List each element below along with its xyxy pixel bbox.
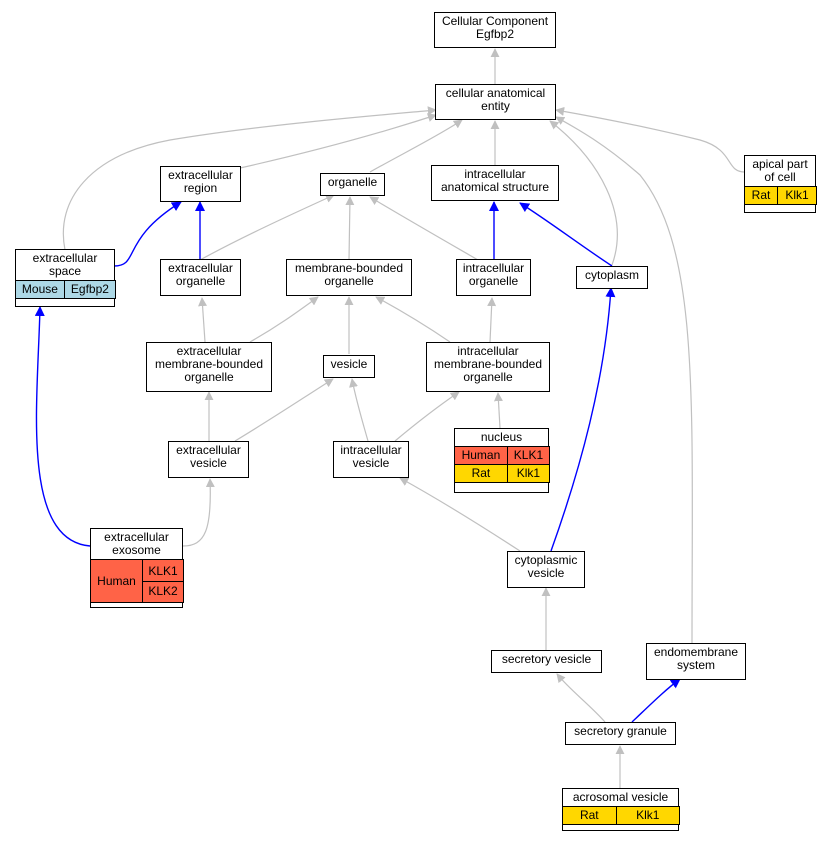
edge-extracellular-region-to-entity [239,113,437,169]
annotation-table: Rat Klk1 [562,806,681,825]
species-cell-rat: Rat [454,464,508,483]
node-label: cellular anatomical entity [445,86,546,113]
edge-blue-ext-space-to-ext-region [113,201,182,267]
edge-cytoplasm-to-entity [549,120,618,266]
node-label: membrane-bounded organelle [294,261,404,288]
edge-exosome-to-ext-vesicle [182,478,215,547]
species-cell-human: Human [454,446,508,465]
species-cell-mouse: Mouse [15,280,65,299]
node-label: secretory vesicle [501,652,592,666]
node-intracellular-vesicle[interactable]: intracellular vesicle [333,441,409,478]
edge-ext-mbo-to-mbo [249,296,319,343]
edge-apical-to-entity [555,106,746,173]
node-label: Cellular Component Egfbp2 [441,14,549,41]
annotation-table: Human KLK1 KLK2 [90,559,184,603]
node-extracellular-membrane-bounded-organelle[interactable]: extracellular membrane-bounded organelle [146,342,272,392]
annotation-table: Mouse Egfbp2 [15,280,117,299]
annotation-table: Rat Klk1 [744,186,817,205]
node-nucleus[interactable]: nucleus Human KLK1 Rat Klk1 [454,428,551,493]
node-label: intracellular anatomical structure [440,167,550,194]
edge-cyto-vesicle-to-intra-vesicle [399,477,521,552]
edge-ext-space-to-entity [62,106,437,251]
node-label: vesicle [330,357,368,371]
node-secretory-granule[interactable]: secretory granule [565,722,676,745]
gene-cell-klk1: KLK1 [506,446,551,465]
node-intracellular-membrane-bounded-organelle[interactable]: intracellular membrane-bounded organelle [426,342,550,392]
edge-ext-vesicle-to-vesicle [234,378,334,442]
node-intracellular-organelle[interactable]: intracellular organelle [456,259,531,296]
node-label: acrosomal vesicle [572,790,669,804]
node-organelle[interactable]: organelle [320,173,385,196]
node-label: organelle [327,175,378,189]
node-extracellular-vesicle[interactable]: extracellular vesicle [168,441,249,478]
annotation-table: Human KLK1 Rat Klk1 [454,446,551,483]
edge-ext-mbo-to-ext-organelle [198,297,208,343]
node-label: cytoplasm [584,268,640,282]
node-secretory-vesicle[interactable]: secretory vesicle [491,650,602,673]
edge-intra-vesicle-to-vesicle [349,378,369,442]
node-vesicle[interactable]: vesicle [323,355,375,378]
edge-organelle-to-entity [369,119,463,173]
node-cellular-anatomical-entity[interactable]: cellular anatomical entity [435,84,556,120]
edge-intra-mbo-to-mbo [375,296,451,343]
node-extracellular-organelle[interactable]: extracellular organelle [160,259,241,296]
edge-granule-to-secretory-vesicle [556,673,606,723]
node-label: intracellular membrane-bounded organelle [433,344,543,384]
node-label: extracellular region [168,168,233,195]
node-extracellular-exosome[interactable]: extracellular exosome Human KLK1 KLK2 [90,528,184,608]
node-label: intracellular vesicle [340,443,402,470]
node-label: extracellular vesicle [176,443,241,470]
edge-nucleus-to-intra-mbo [493,392,503,429]
node-apical-part-of-cell[interactable]: apical part of cell Rat Klk1 [744,155,817,213]
node-label: extracellular space [32,251,98,278]
species-cell-human: Human [90,559,143,603]
edge-ext-organelle-to-organelle [199,194,335,261]
node-label: secretory granule [574,724,667,738]
node-endomembrane-system[interactable]: endomembrane system [646,643,746,680]
node-cytoplasm[interactable]: cytoplasm [576,266,648,289]
node-label: nucleus [480,430,523,444]
edge-blue-cyto-vesicle-to-cytoplasm [550,287,616,552]
node-extracellular-region[interactable]: extracellular region [160,166,241,202]
gene-cells: KLK1 KLK2 [142,559,184,603]
edge-endomembrane-to-entity [555,116,693,646]
gene-cell-klk1: KLK1 [143,562,183,582]
node-cytoplasmic-vesicle[interactable]: cytoplasmic vesicle [507,551,585,588]
node-extracellular-space[interactable]: extracellular space Mouse Egfbp2 [15,249,117,307]
gene-cell-egfbp2: Egfbp2 [63,280,117,299]
node-membrane-bounded-organelle[interactable]: membrane-bounded organelle [286,259,412,296]
edge-intra-vesicle-to-intra-mbo [394,391,460,442]
node-label: extracellular organelle [168,261,233,288]
node-intracellular-anatomical-structure[interactable]: intracellular anatomical structure [431,165,559,201]
gene-cell-klk1: Klk1 [615,806,681,825]
edge-blue-cytoplasm-to-intra-anat [519,202,613,267]
species-cell-rat: Rat [562,806,617,825]
node-label: apical part of cell [752,157,808,184]
edge-intra-mbo-to-intra-organelle [487,297,497,343]
edge-blue-exosome-to-ext-space [34,306,91,547]
species-cell-rat: Rat [744,186,778,205]
node-label: extracellular exosome [104,530,169,557]
node-label: intracellular organelle [462,261,525,288]
edge-mbo-to-organelle [345,196,355,261]
node-cellular-component[interactable]: Cellular Component Egfbp2 [434,12,556,48]
node-acrosomal-vesicle[interactable]: acrosomal vesicle Rat Klk1 [562,788,681,831]
node-label: endomembrane system [653,645,739,672]
edge-intra-organelle-to-organelle [369,196,479,261]
edge-blue-granule-to-endomembrane [631,678,681,723]
gene-cell-klk2: KLK2 [148,583,178,598]
node-label: extracellular membrane-bounded organelle [154,344,264,384]
gene-cell-klk1: Klk1 [777,186,817,205]
gene-cell-klk1: Klk1 [506,464,551,483]
node-label: cytoplasmic vesicle [514,553,578,580]
